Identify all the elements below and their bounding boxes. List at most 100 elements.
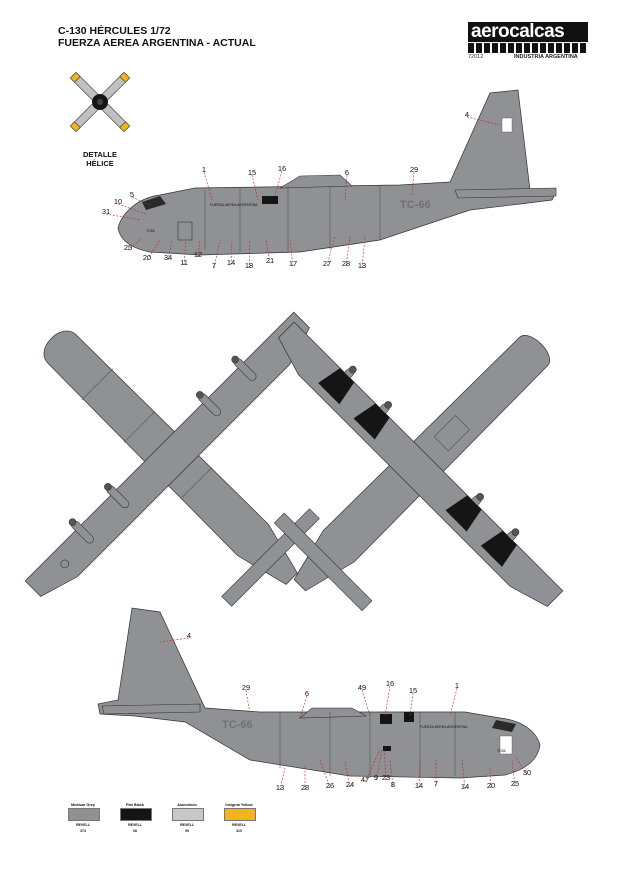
callout-leader [105,213,141,221]
callout-leader [203,171,213,201]
planform-bottom-view [273,321,564,612]
sheet-subtitle: FUERZA AEREA ARGENTINA - ACTUAL [58,37,256,49]
legend-swatch-medium-grey: Medium Grey REVELL 374 [68,795,100,833]
profile-right-view: FUERZA AEREA ARGENTINA TC-66 TC66 [97,607,541,779]
callout-number: 15 [409,686,417,695]
callout-number: 4 [187,631,191,640]
fuselage-text-top: FUERZA AEREA ARGENTINA [210,203,258,207]
callout-leader [411,171,415,197]
callout-number: 15 [248,168,256,177]
callout-leader [299,695,308,719]
callout-number: 6 [305,689,309,698]
callout-number: 7 [212,261,216,270]
sheet-title: C-130 HÉRCULES 1/72 [58,25,171,37]
callout-leader [409,692,414,717]
callout-number: 31 [102,207,110,216]
callout-number: 1 [455,681,459,690]
legend-revell: REVELL [128,823,142,827]
color-legend: Medium Grey REVELL 374 Flat Black REVELL… [58,795,278,845]
callout-number: 29 [242,683,250,692]
callout-leader [248,239,251,269]
callout-leader [361,689,371,717]
callout-leader [159,637,190,643]
legend-chip [68,808,100,821]
callout-number: 16 [386,679,394,688]
propeller-detail-label-line2: HÉLICE [86,159,114,168]
callout-leader [418,759,421,789]
legend-chip [172,808,204,821]
callout-leader [466,116,501,126]
callout-number: 20 [487,781,495,790]
legend-swatch-aluminium: Aluminium REVELL 99 [172,795,204,833]
callout-number: 14 [415,781,423,790]
callout-leader [183,239,187,266]
brand-origin: INDUSTRIA ARGENTINA [514,54,578,60]
callout-number: 16 [278,164,286,173]
legend-name: Aluminium [177,802,197,807]
callout-number: 11 [180,258,188,267]
legend-name: Insignia Yellow [225,802,253,807]
callout-number: 28 [342,259,350,268]
nose-code-bottom: TC66 [497,749,506,753]
propeller-detail-label: DETALLE HÉLICE [70,150,130,168]
callout-leader [344,174,348,201]
legend-swatch-insignia-yellow: Insignia Yellow REVELL 310 [224,795,256,833]
callout-leader [449,687,458,717]
callout-number: 21 [266,256,274,265]
callout-leader [511,759,516,787]
callout-number: 14 [461,782,469,791]
legend-code: 374 [80,829,86,833]
brand-logo-text: aerocalcas [468,22,588,42]
callout-number: 12 [194,250,202,259]
legend-code: 99 [185,829,189,833]
callout-number: 20 [143,253,151,262]
callout-leader [389,759,394,788]
nose-code-top: TC66 [146,229,155,233]
callout-leader [375,749,383,781]
product-code: 72012 [468,54,484,60]
callout-leader [344,761,351,788]
callout-leader [213,239,221,269]
callout-number: 13 [358,261,366,270]
callout-number: 14 [227,258,235,267]
brand-logo-strip [468,43,588,53]
callout-leader [127,237,143,251]
callout-leader [361,235,366,269]
callout-leader [383,749,387,781]
planform-top-view [24,311,320,607]
callout-number: 24 [346,780,354,789]
callout-leader [319,759,331,789]
callout-leader [461,759,466,790]
callout-number: 1 [202,165,206,174]
profile-left-view: FUERZA AEREA ARGENTINA TC-66 TC66 [117,89,557,256]
callout-leader [197,239,201,258]
callout-number: 6 [345,168,349,177]
callout-number: 8 [391,780,395,789]
callout-number: 7 [434,779,438,788]
legend-code: 310 [236,829,242,833]
callout-number: 25 [511,779,519,788]
callout-leader [364,749,381,783]
callout-leader [230,239,233,266]
callout-number: 5 [130,190,134,199]
fuselage-text-bottom: FUERZA AEREA ARGENTINA [420,725,468,729]
callout-leader [265,239,271,264]
callout-number: 25 [124,243,132,252]
callout-leader [251,174,259,201]
callout-leader [274,170,283,197]
callout-leader [345,235,351,267]
legend-name: Medium Grey [70,802,96,807]
serial-top: TC-66 [400,199,431,211]
legend-revell: REVELL [180,823,194,827]
legend-name: Flat Black [126,802,144,807]
callout-leader [326,235,336,267]
propeller-detail-label-line1: DETALLE [82,150,118,159]
callout-number: 13 [276,783,284,792]
callout-number: 23 [382,773,390,782]
callout-number: 49 [358,683,366,692]
legend-swatch-flat-black: Flat Black REVELL 08 [120,795,152,833]
callout-leader [384,685,391,717]
callout-leader [146,239,161,261]
